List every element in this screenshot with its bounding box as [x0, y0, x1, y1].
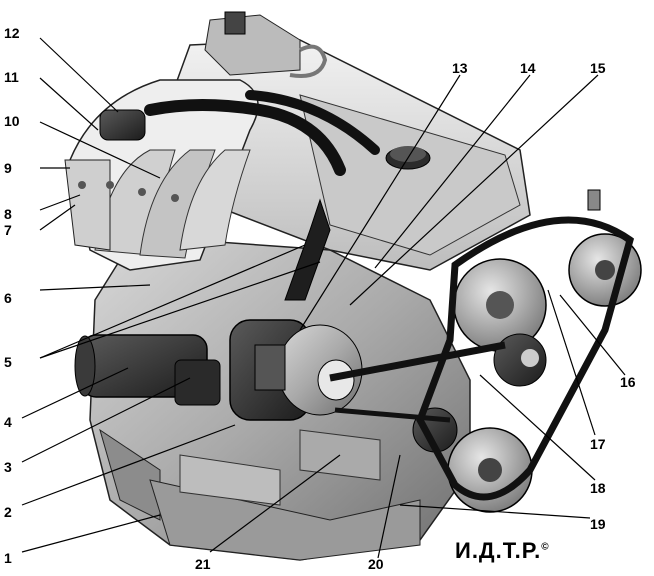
callout-10: 10 [4, 113, 20, 129]
accessory-drive [329, 189, 642, 513]
callout-19: 19 [590, 516, 606, 532]
callout-1: 1 [4, 550, 12, 566]
callout-8: 8 [4, 206, 12, 222]
callout-14: 14 [520, 60, 536, 76]
callout-11: 11 [4, 69, 19, 85]
callout-17: 17 [590, 436, 606, 452]
watermark: И.Д.Т.Р.© [455, 538, 550, 564]
callout-3: 3 [4, 459, 12, 475]
callout-5: 5 [4, 354, 12, 370]
callout-21: 21 [195, 556, 211, 572]
callout-2: 2 [4, 504, 12, 520]
breather-hoses [99, 44, 380, 301]
callout-6: 6 [4, 290, 12, 306]
leader-lines [21, 37, 626, 559]
callout-15: 15 [590, 60, 606, 76]
callout-12: 12 [4, 25, 20, 41]
callout-20: 20 [368, 556, 384, 572]
callout-9: 9 [4, 160, 12, 176]
watermark-text: И.Д.Т.Р. [455, 538, 542, 563]
alternator [229, 319, 363, 421]
callout-16: 16 [620, 374, 636, 390]
callout-4: 4 [4, 414, 12, 430]
copyright-mark: © [541, 541, 550, 553]
callout-7: 7 [4, 222, 12, 238]
callout-18: 18 [590, 480, 606, 496]
starter-motor [74, 334, 221, 406]
callout-13: 13 [452, 60, 468, 76]
